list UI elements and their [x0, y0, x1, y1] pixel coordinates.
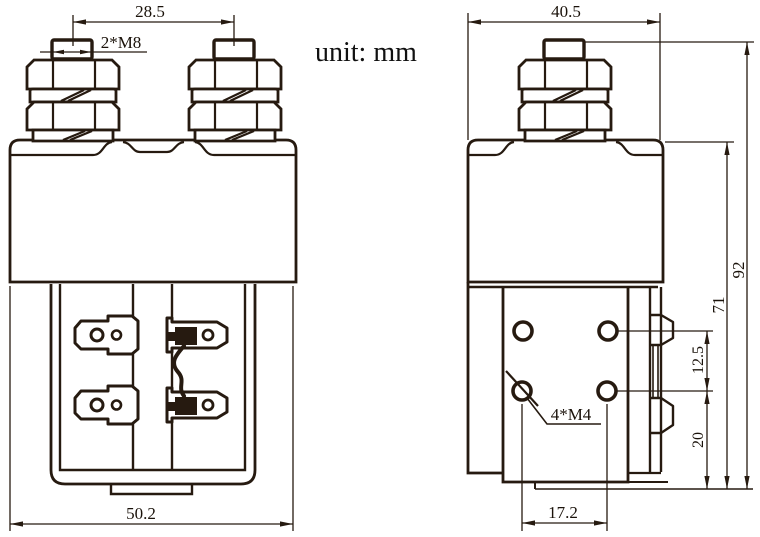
leader-slash	[505, 370, 539, 407]
unit-note: unit: mm	[315, 37, 417, 68]
aux-terminal-top	[165, 316, 229, 354]
dim-body-height: 71	[709, 297, 728, 314]
dim-stud-thread: 2*M8	[101, 33, 142, 52]
front-upper-housing	[8, 138, 298, 284]
front-lower-housing	[49, 284, 257, 496]
dim-mount-hole-to-base: 20	[690, 432, 707, 448]
dim-mount-hole-spacing-v: 12.5	[690, 346, 707, 374]
side-view	[466, 38, 753, 490]
aux-terminal-bottom	[165, 386, 229, 424]
stud-assembly-side	[517, 38, 613, 143]
mounting-holes	[505, 320, 619, 425]
stud-assembly-right	[187, 38, 283, 143]
dim-side-width: 40.5	[551, 2, 581, 21]
jumper-wire	[172, 344, 186, 398]
dimension-lines	[9, 13, 754, 531]
coil-terminal-top	[73, 314, 140, 356]
dim-overall-height: 92	[729, 262, 748, 279]
dim-mount-thread: 4*M4	[551, 405, 592, 424]
side-upper-housing	[466, 138, 665, 284]
front-view	[8, 38, 298, 496]
side-bracket	[628, 287, 675, 475]
side-lower-housing	[466, 282, 753, 490]
dim-front-width: 50.2	[126, 504, 156, 523]
dim-mount-hole-spacing-h: 17.2	[548, 503, 578, 522]
coil-terminal-bottom	[73, 384, 140, 426]
stud-assembly-left	[25, 38, 121, 143]
dim-stud-spacing: 28.5	[135, 2, 165, 21]
leader-line	[526, 397, 601, 425]
